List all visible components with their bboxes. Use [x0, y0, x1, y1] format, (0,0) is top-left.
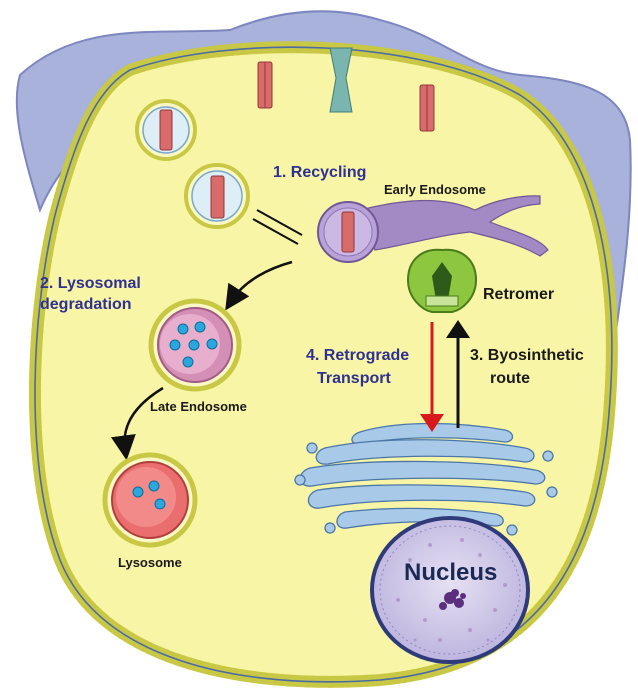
membrane-channel [329, 47, 353, 113]
recycling-vesicle [135, 99, 197, 161]
golgi-apparatus [294, 422, 558, 536]
label-route: route [490, 370, 530, 387]
early-endosome [317, 195, 549, 263]
label-lysosome: Lysosome [118, 555, 182, 570]
label-early-endosome: Early Endosome [384, 182, 486, 197]
retrograde-arrow [420, 322, 444, 432]
label-late-endosome: Late Endosome [150, 399, 247, 414]
label-retrograde: 4. Retrograde [306, 347, 409, 364]
lysosome-arrow [110, 386, 164, 461]
label-transport: Transport [317, 370, 391, 387]
biosynthetic-arrow [446, 320, 470, 428]
late-endosome [148, 298, 242, 392]
membrane-receptor [257, 61, 273, 109]
label-nucleus: Nucleus [404, 559, 497, 586]
label-degradation: degradation [40, 296, 132, 313]
retromer-complex [406, 248, 478, 313]
label-recycling: 1. Recycling [273, 164, 366, 181]
nucleus [370, 516, 530, 664]
label-biosynthetic: 3. Byosinthetic [470, 347, 584, 364]
equilibrium-lines [252, 209, 303, 245]
nucleolus [439, 589, 466, 610]
recycling-vesicle [184, 163, 250, 229]
label-lysosomal: 2. Lysosomal [40, 275, 141, 292]
plasma-membrane [29, 41, 618, 688]
label-retromer: Retromer [483, 286, 554, 303]
lysosome [102, 452, 198, 548]
membrane-receptor [419, 84, 435, 132]
degradation-arrow [225, 260, 293, 311]
